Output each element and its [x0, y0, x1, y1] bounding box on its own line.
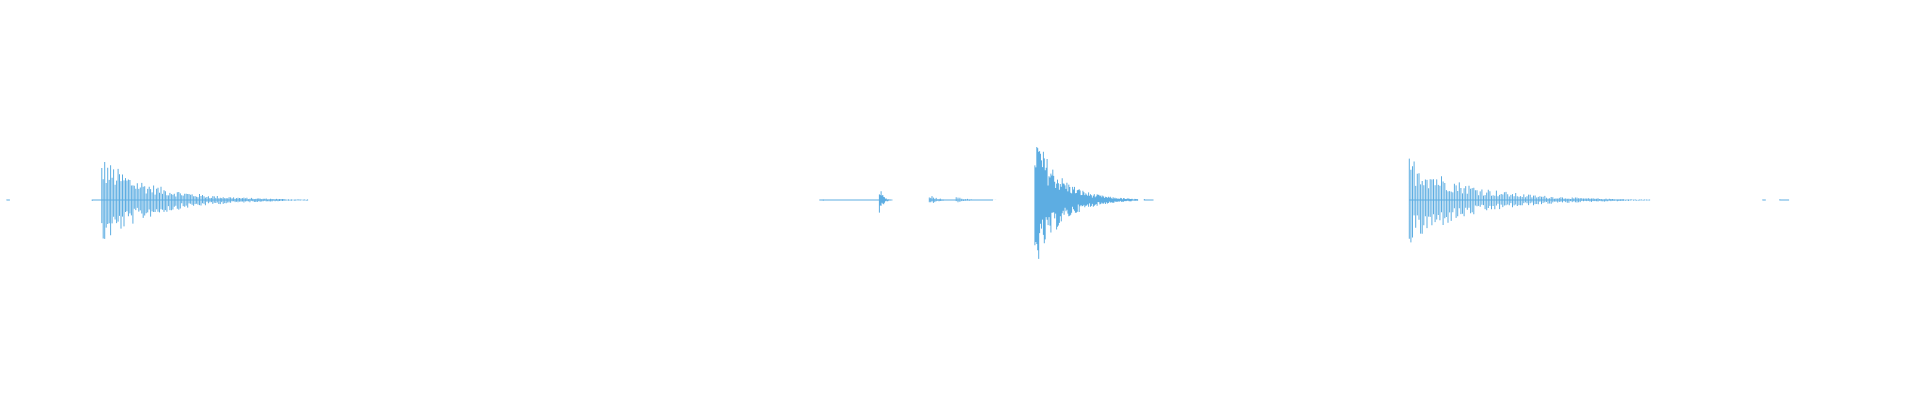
waveform-burst	[1034, 147, 1139, 259]
waveform-burst-path	[91, 199, 105, 201]
waveform-burst-path	[1408, 158, 1651, 243]
waveform-burst	[1762, 199, 1766, 201]
waveform-burst-path	[819, 199, 882, 201]
waveform-burst-path	[1034, 147, 1139, 259]
waveform-burst-path	[6, 199, 10, 201]
waveform-burst	[1143, 199, 1154, 201]
waveform-burst	[101, 162, 309, 239]
waveform-burst	[819, 199, 882, 201]
waveform-burst	[1779, 199, 1790, 201]
waveform-burst-path	[1762, 199, 1766, 201]
waveform-burst-path	[955, 197, 997, 203]
waveform-burst-path	[101, 162, 309, 239]
waveform-burst-path	[878, 191, 893, 213]
waveform-burst-path	[1143, 199, 1154, 201]
waveform-burst	[6, 199, 10, 201]
waveform-burst	[955, 197, 997, 203]
waveform-burst	[1408, 158, 1651, 243]
waveform-trace	[6, 147, 1790, 259]
waveform-burst	[878, 191, 893, 213]
waveform-burst-path	[1779, 199, 1790, 201]
waveform-burst	[91, 199, 105, 201]
